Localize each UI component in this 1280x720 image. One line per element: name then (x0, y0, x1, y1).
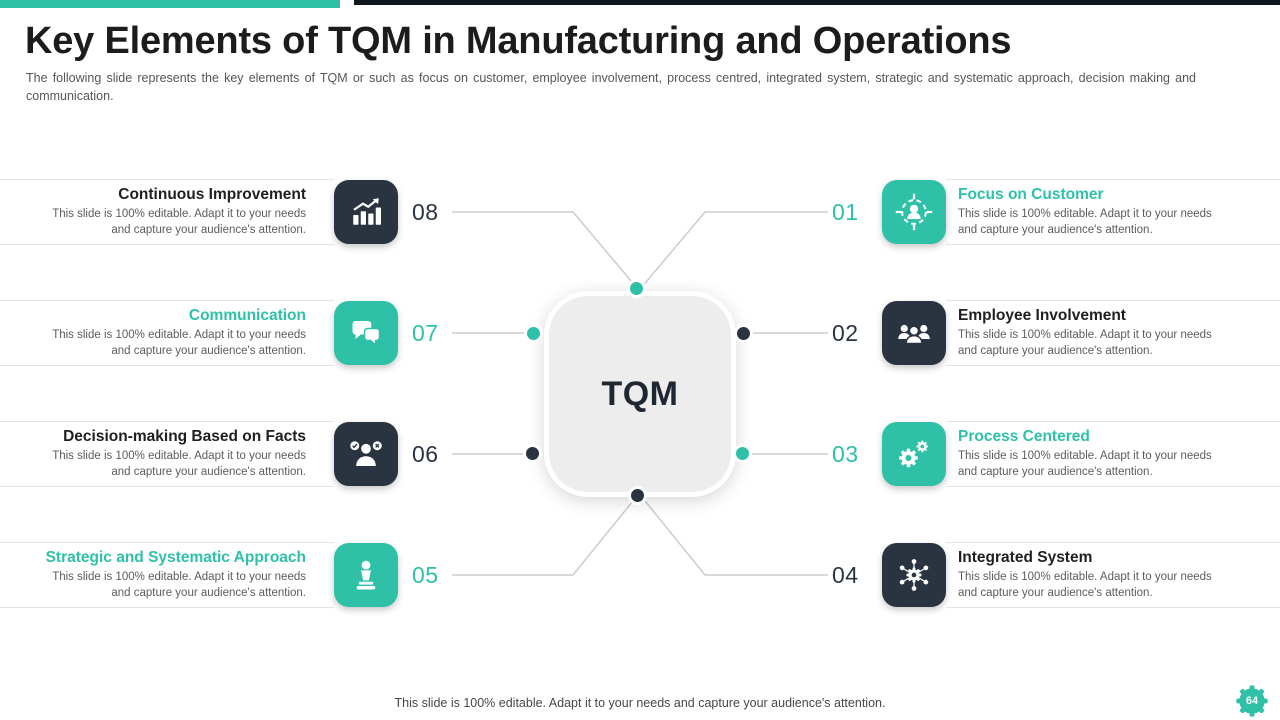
item-number: 04 (832, 561, 859, 588)
item-number: 05 (412, 561, 439, 588)
item-title: Focus on Customer (958, 186, 1104, 204)
connector-dot-right-lower (736, 447, 749, 460)
item-description: This slide is 100% editable. Adapt it to… (52, 208, 306, 236)
gears-icon (882, 422, 946, 486)
connector-dot-left-lower (526, 447, 539, 460)
item-description: This slide is 100% editable. Adapt it to… (958, 450, 1212, 478)
page-subtitle: The following slide represents the key e… (26, 71, 1196, 103)
connector-dot-bottom (631, 489, 644, 502)
item-text-block: Integrated System This slide is 100% edi… (946, 542, 1280, 608)
tqm-label: TQM (601, 374, 679, 413)
tqm-center-node: TQM (544, 291, 736, 497)
decision-person-icon (334, 422, 398, 486)
tqm-item-04: 04 (822, 542, 1280, 608)
people-group-icon (882, 301, 946, 365)
item-description: This slide is 100% editable. Adapt it to… (958, 571, 1212, 599)
item-title: Integrated System (958, 549, 1093, 567)
item-number: 08 (412, 198, 439, 225)
item-title: Decision-making Based on Facts (63, 428, 306, 446)
chess-piece-icon (334, 543, 398, 607)
item-number: 07 (412, 319, 439, 346)
connector-dot-left-upper (527, 327, 540, 340)
item-description: This slide is 100% editable. Adapt it to… (958, 329, 1212, 357)
item-number: 06 (412, 440, 439, 467)
tqm-item-08: Continuous Improvement This slide is 100… (0, 179, 458, 245)
item-text-block: Communication This slide is 100% editabl… (0, 300, 334, 366)
item-title: Employee Involvement (958, 307, 1126, 325)
item-text-block: Continuous Improvement This slide is 100… (0, 179, 334, 245)
item-title: Strategic and Systematic Approach (45, 549, 306, 567)
item-description: This slide is 100% editable. Adapt it to… (958, 208, 1212, 236)
item-title: Communication (188, 307, 306, 325)
item-title: Continuous Improvement (118, 186, 306, 204)
top-accent-bar-dark (354, 0, 1280, 5)
item-number: 02 (832, 319, 859, 346)
gear-badge-icon (1236, 685, 1268, 717)
page-number-badge: 64 (1236, 685, 1268, 717)
item-text-block: Strategic and Systematic Approach This s… (0, 542, 334, 608)
connector-dot-top (630, 282, 643, 295)
item-description: This slide is 100% editable. Adapt it to… (52, 571, 306, 599)
tqm-item-02: 02 Employee Involvement This slide is 10… (822, 300, 1280, 366)
customer-target-icon (882, 180, 946, 244)
tqm-item-06: Decision-making Based on Facts This slid… (0, 421, 458, 487)
top-accent-bar-teal (0, 0, 340, 8)
page-title: Key Elements of TQM in Manufacturing and… (25, 20, 1012, 62)
bar-chart-icon (334, 180, 398, 244)
item-title: Process Centered (958, 428, 1090, 446)
item-description: This slide is 100% editable. Adapt it to… (52, 329, 306, 357)
tqm-item-05: Strategic and Systematic Approach This s… (0, 542, 458, 608)
network-gear-icon (882, 543, 946, 607)
connector-dot-right-upper (737, 327, 750, 340)
item-description: This slide is 100% editable. Adapt it to… (52, 450, 306, 478)
tqm-item-07: Communication This slide is 100% editabl… (0, 300, 458, 366)
item-text-block: Decision-making Based on Facts This slid… (0, 421, 334, 487)
page-number: 64 (1245, 695, 1259, 707)
item-number: 01 (832, 198, 859, 225)
tqm-item-03: 03 (822, 421, 1280, 487)
item-number: 03 (832, 440, 859, 467)
item-text-block: Employee Involvement This slide is 100% … (946, 300, 1280, 366)
item-text-block: Focus on Customer This slide is 100% edi… (946, 179, 1280, 245)
chat-bubbles-icon (334, 301, 398, 365)
footer-note: This slide is 100% editable. Adapt it to… (394, 696, 886, 710)
tqm-item-01: 01 Focus on Customer This slide is 100% … (822, 179, 1280, 245)
item-text-block: Process Centered This slide is 100% edit… (946, 421, 1280, 487)
